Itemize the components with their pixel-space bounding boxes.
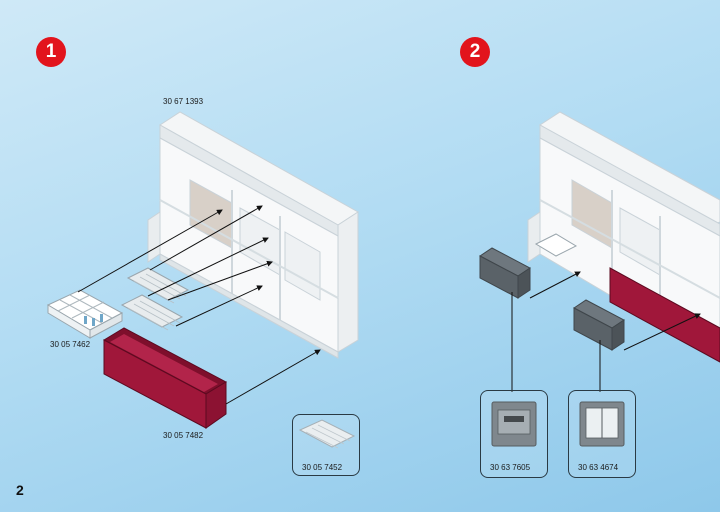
part-label-window-panel: 30 63 4674 bbox=[578, 463, 619, 472]
assembly-arrows-step1 bbox=[77, 205, 321, 405]
part-label-shelf-tray: 30 05 7452 bbox=[302, 463, 343, 472]
step-2-badge: 2 bbox=[460, 37, 490, 67]
page-number: 2 bbox=[16, 482, 24, 498]
part-label-oven-panel: 30 63 7605 bbox=[490, 463, 531, 472]
part-label-dish-rack: 30 05 7462 bbox=[50, 340, 91, 349]
assembly-arrows-step2 bbox=[511, 271, 701, 392]
part-label-drawer-bin: 30 05 7482 bbox=[163, 431, 204, 440]
dish-rack-step1 bbox=[46, 289, 124, 339]
grated-shelf-2 bbox=[120, 294, 184, 331]
wall-unit-step1 bbox=[147, 111, 359, 359]
window-panel-inset bbox=[568, 390, 636, 478]
window-panel-step2 bbox=[573, 299, 625, 351]
window-panel-inset-illustration bbox=[579, 401, 625, 447]
part-label-wall-unit: 30 67 1393 bbox=[163, 97, 204, 106]
wall-unit-step2 bbox=[527, 111, 720, 363]
oven-panel-step2 bbox=[479, 247, 531, 299]
shelf-tray-inset-illustration bbox=[298, 419, 356, 449]
step-1-badge: 1 bbox=[36, 37, 66, 67]
oven-panel-inset-illustration bbox=[491, 401, 537, 447]
drawer-bin-step1 bbox=[102, 327, 228, 429]
oven-panel-inset bbox=[480, 390, 548, 478]
shelf-tray-inset bbox=[292, 414, 360, 476]
